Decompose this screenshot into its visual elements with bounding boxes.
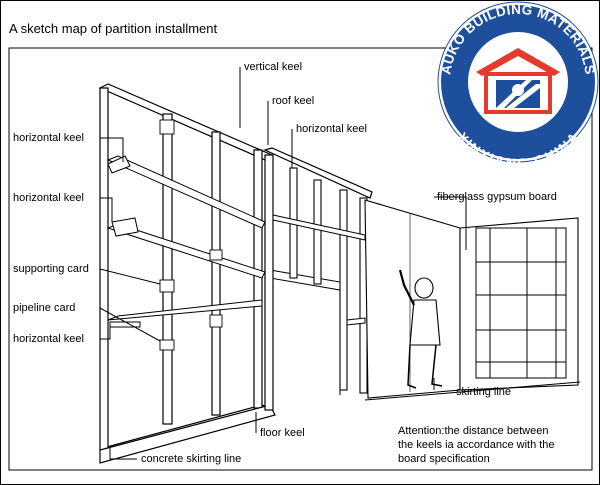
label-pipeline-card: pipeline card: [13, 302, 75, 314]
sketch-border: [8, 47, 593, 471]
label-concrete-skirting-line: concrete skirting line: [141, 453, 241, 465]
label-skirting-line: skirting line: [456, 386, 511, 398]
label-floor-keel: floor keel: [260, 427, 305, 439]
attention-line-3: board specification: [398, 453, 490, 465]
label-horizontal-keel-right: horizontal keel: [296, 123, 367, 135]
attention-line-2: the keels ia accordance with the: [398, 439, 555, 451]
label-fiberglass-gypsum-board: fiberglass gypsum board: [437, 191, 557, 203]
label-horizontal-keel-3: horizontal keel: [13, 333, 84, 345]
leader-lines: [99, 67, 467, 460]
house-emblem-icon: [476, 48, 560, 114]
diagram-title: A sketch map of partition installment: [9, 21, 217, 36]
attention-line-1: Attention:the distance between: [398, 425, 548, 437]
left-wall-frame: [98, 83, 276, 464]
center-wall-frame: [263, 147, 373, 411]
label-vertical-keel: vertical keel: [244, 61, 302, 73]
worker-figure: [398, 269, 443, 389]
label-horizontal-keel-1: horizontal keel: [13, 132, 84, 144]
label-horizontal-keel-2: horizontal keel: [13, 192, 84, 204]
label-roof-keel: roof keel: [272, 95, 314, 107]
gypsum-board: [364, 199, 581, 401]
company-logo: AUKO BUILDING MATERIALS XINXIANG CHINA: [437, 1, 599, 171]
label-supporting-card: supporting card: [13, 263, 89, 275]
